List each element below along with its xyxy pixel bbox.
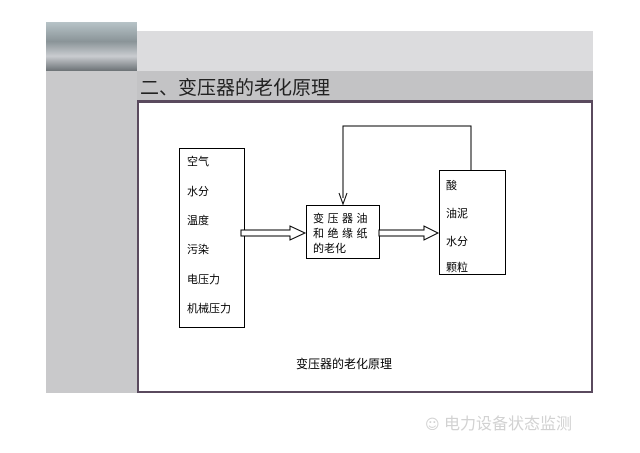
feedback-arrow [342,125,472,198]
left-column-decoration [46,22,137,393]
causes-box: 空气 水分 温度 污染 电压力 机械压力 [179,148,245,328]
product-item: 水分 [446,235,468,248]
wechat-icon: ☺ [425,417,445,433]
cause-item: 水分 [187,185,209,198]
cause-item: 空气 [187,155,209,168]
substation-photo [46,22,137,71]
title-band [137,71,593,100]
aging-box: 变 压 器 油 和 绝 缘 纸 的老化 [306,205,380,259]
product-item: 油泥 [446,207,468,220]
cause-item: 温度 [187,214,209,227]
product-item: 酸 [446,179,457,192]
cause-item: 污染 [187,243,209,256]
product-item: 颗粒 [446,261,468,274]
cause-item: 电压力 [187,273,220,286]
aging-line: 和 绝 缘 纸 [313,227,368,240]
arrow-causes-to-aging [240,225,307,241]
cause-item: 机械压力 [187,302,231,315]
aging-line: 的老化 [313,242,346,255]
watermark: ☺ 电力设备状态监测 [425,410,572,434]
watermark-text: 电力设备状态监测 [444,414,573,433]
header-band [46,31,593,71]
diagram-caption: 变压器的老化原理 [296,357,393,371]
aging-line: 变 压 器 油 [313,212,368,225]
products-box: 酸 油泥 水分 颗粒 [439,170,506,275]
slide-title: 二、变压器的老化原理 [140,77,331,99]
arrow-aging-to-products [378,225,440,241]
